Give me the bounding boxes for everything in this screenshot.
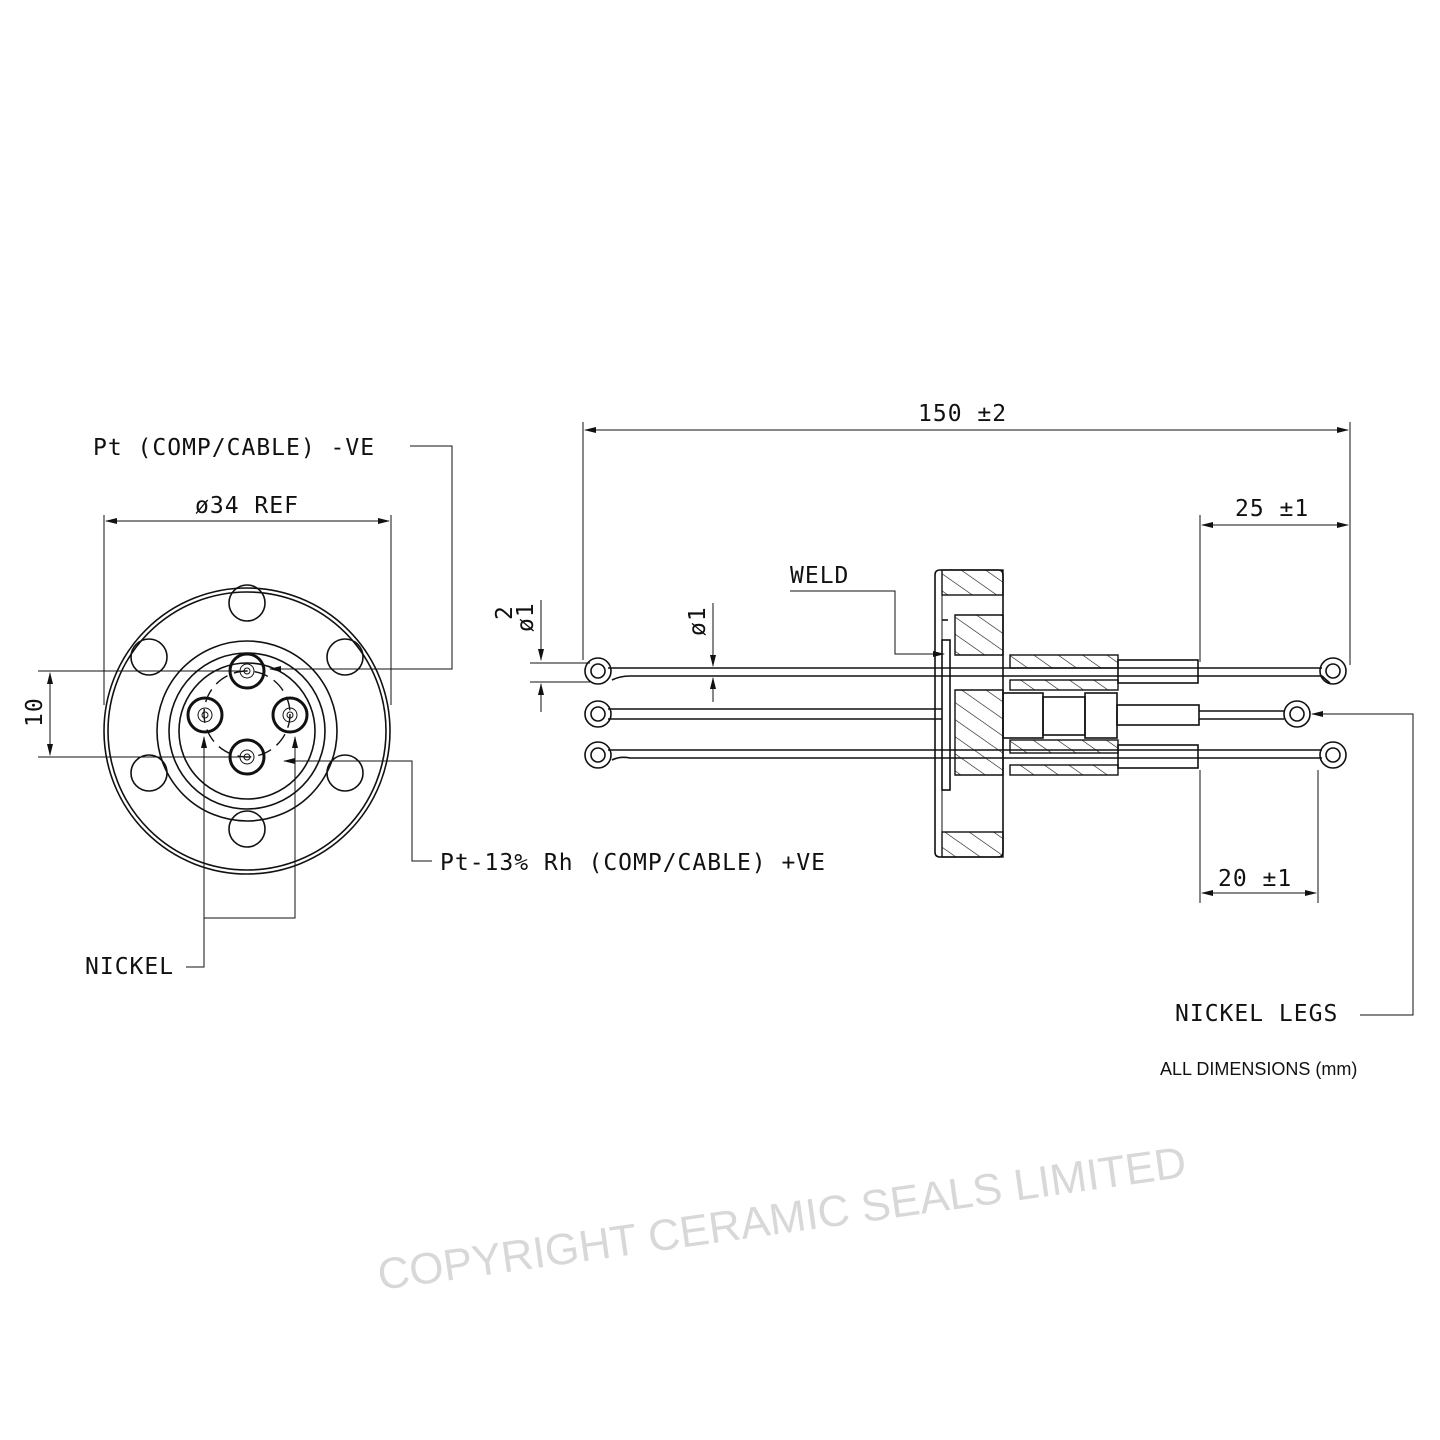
- dim-pin-spacing: 10: [22, 697, 48, 727]
- dim-eyelet-inner: 2: [492, 605, 518, 620]
- dim-leg-top: 25 ±1: [1235, 496, 1309, 522]
- watermark: COPYRIGHT CERAMIC SEALS LIMITED: [375, 1138, 1190, 1300]
- dim-overall: 150 ±2: [918, 401, 1007, 427]
- end-view: ø34 REF 10 Pt (COMP/CABLE) -VE Pt-13% Rh…: [22, 435, 826, 980]
- footer-note: ALL DIMENSIONS (mm): [1160, 1059, 1357, 1079]
- label-negative: Pt (COMP/CABLE) -VE: [93, 435, 375, 461]
- dim-eyelet-wire: ø1: [513, 602, 539, 632]
- label-weld: WELD: [790, 563, 849, 589]
- label-nickel: NICKEL: [85, 954, 174, 980]
- pins: [186, 652, 309, 776]
- wire-bottom: [584, 741, 1347, 769]
- label-positive: Pt-13% Rh (COMP/CABLE) +VE: [440, 850, 826, 876]
- label-nickel-legs: NICKEL LEGS: [1175, 1001, 1338, 1027]
- bolt-holes: [130, 584, 364, 848]
- dim-diameter: ø34 REF: [195, 493, 299, 519]
- wire-top: [584, 657, 1347, 685]
- dim-leg-bottom: 20 ±1: [1218, 866, 1292, 892]
- dim-wire: ø1: [685, 606, 711, 636]
- side-view: 150 ±2 25 ±1 20 ±1: [492, 401, 1414, 1027]
- wire-middle: [584, 700, 1311, 728]
